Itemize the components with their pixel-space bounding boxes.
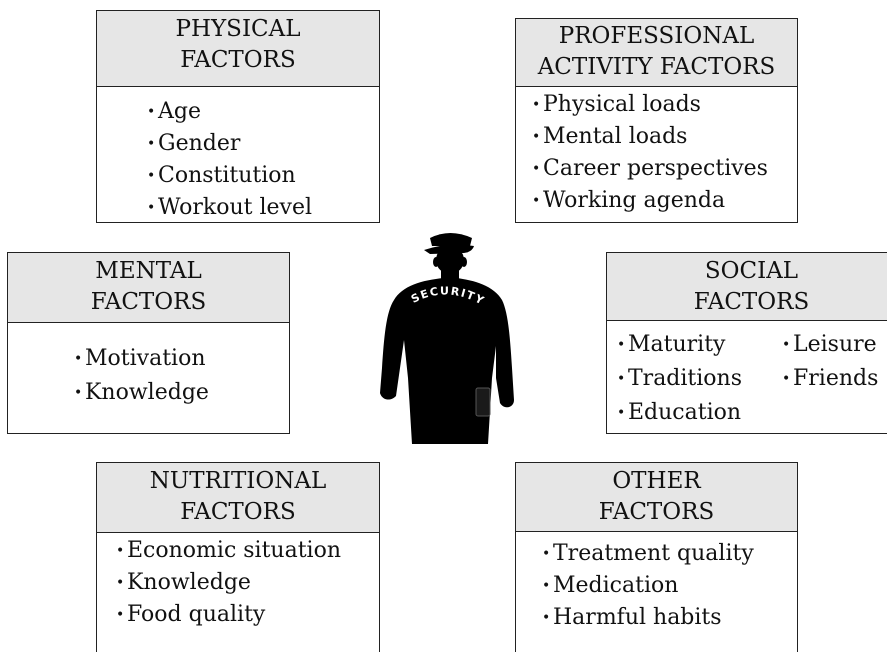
other-factors-title: OTHER FACTORS bbox=[516, 463, 797, 532]
list-item: Leisure bbox=[782, 328, 878, 362]
list-item: Harmful habits bbox=[542, 602, 797, 634]
nutritional-factors-title-line1: NUTRITIONAL bbox=[149, 468, 327, 494]
nutritional-factors-title: NUTRITIONAL FACTORS bbox=[97, 463, 379, 533]
list-item: Career perspectives bbox=[532, 153, 797, 185]
other-factors-title-line1: OTHER bbox=[612, 468, 701, 494]
social-factors-list-right: Leisure Friends bbox=[782, 328, 878, 396]
list-item: Working agenda bbox=[532, 185, 797, 217]
list-item: Economic situation bbox=[116, 535, 379, 567]
list-item: Workout level bbox=[147, 192, 379, 224]
security-guard-silhouette-icon: SECURITY bbox=[378, 228, 518, 444]
professional-activity-factors-list: Physical loads Mental loads Career persp… bbox=[516, 87, 797, 217]
list-item: Medication bbox=[542, 570, 797, 602]
mental-factors-list: Motivation Knowledge bbox=[8, 323, 289, 410]
mental-factors-title-line2: FACTORS bbox=[90, 289, 207, 315]
physical-factors-list: Age Gender Constitution Workout level bbox=[97, 87, 379, 224]
list-item: Friends bbox=[782, 362, 878, 396]
list-item: Food quality bbox=[116, 599, 379, 631]
professional-activity-factors-title: PROFESSIONAL ACTIVITY FACTORS bbox=[516, 19, 797, 87]
other-factors-title-line2: FACTORS bbox=[598, 499, 715, 525]
professional-activity-factors-box: PROFESSIONAL ACTIVITY FACTORS Physical l… bbox=[515, 18, 798, 223]
physical-factors-title: PHYSICAL FACTORS bbox=[97, 11, 379, 87]
list-item: Constitution bbox=[147, 160, 379, 192]
other-factors-box: OTHER FACTORS Treatment quality Medicati… bbox=[515, 462, 798, 652]
physical-factors-box: PHYSICAL FACTORS Age Gender Constitution… bbox=[96, 10, 380, 223]
list-item: Mental loads bbox=[532, 121, 797, 153]
guard-silhouette bbox=[380, 233, 514, 444]
physical-factors-title-line1: PHYSICAL bbox=[175, 16, 301, 42]
social-factors-title-line1: SOCIAL bbox=[704, 258, 799, 284]
mental-factors-box: MENTAL FACTORS Motivation Knowledge bbox=[7, 252, 290, 434]
list-item: Gender bbox=[147, 128, 379, 160]
list-item: Education bbox=[617, 396, 742, 430]
professional-activity-factors-title-line1: PROFESSIONAL bbox=[558, 23, 755, 49]
nutritional-factors-box: NUTRITIONAL FACTORS Economic situation K… bbox=[96, 462, 380, 652]
social-factors-box: SOCIAL FACTORS Maturity Traditions Educa… bbox=[606, 252, 887, 434]
list-item: Traditions bbox=[617, 362, 742, 396]
nutritional-factors-title-line2: FACTORS bbox=[180, 499, 296, 525]
security-guard-svg: SECURITY bbox=[380, 233, 514, 444]
list-item: Treatment quality bbox=[542, 538, 797, 570]
social-factors-title-line2: FACTORS bbox=[693, 289, 810, 315]
social-factors-title: SOCIAL FACTORS bbox=[607, 253, 887, 321]
list-item: Knowledge bbox=[74, 376, 289, 410]
mental-factors-title-line1: MENTAL bbox=[95, 258, 202, 284]
physical-factors-title-line2: FACTORS bbox=[180, 47, 296, 73]
list-item: Maturity bbox=[617, 328, 742, 362]
list-item: Physical loads bbox=[532, 89, 797, 121]
other-factors-list: Treatment quality Medication Harmful hab… bbox=[516, 532, 797, 634]
list-item: Knowledge bbox=[116, 567, 379, 599]
mental-factors-title: MENTAL FACTORS bbox=[8, 253, 289, 323]
holster-icon bbox=[475, 387, 491, 417]
list-item: Age bbox=[147, 96, 379, 128]
social-factors-list-left: Maturity Traditions Education bbox=[617, 328, 742, 430]
nutritional-factors-list: Economic situation Knowledge Food qualit… bbox=[97, 533, 379, 631]
list-item: Motivation bbox=[74, 342, 289, 376]
professional-activity-factors-title-line2: ACTIVITY FACTORS bbox=[537, 54, 776, 80]
